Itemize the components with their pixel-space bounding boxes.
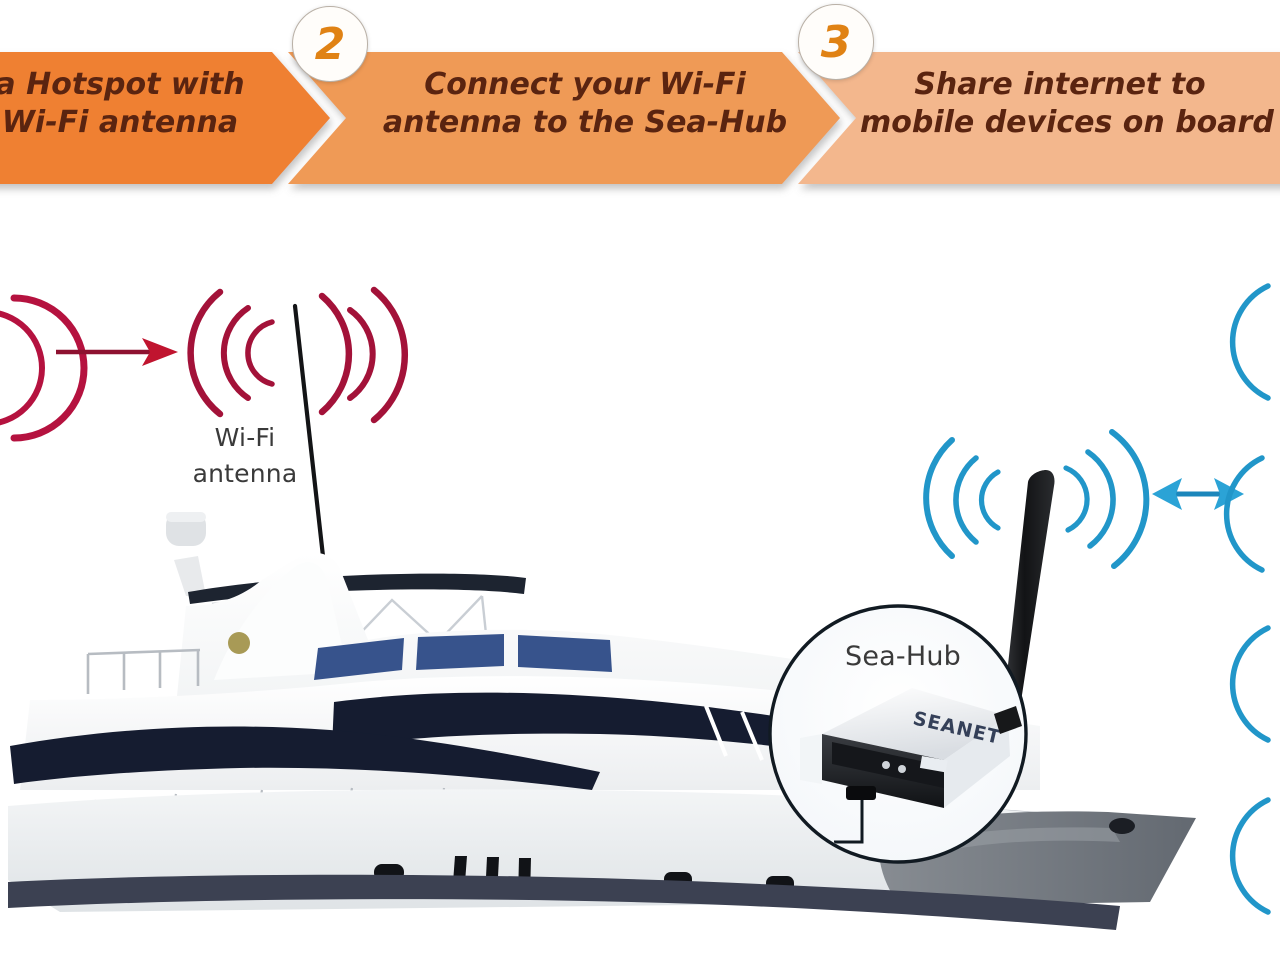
sea-hub-label-text: Sea-Hub xyxy=(845,641,961,672)
shore-hotspot-signal-icon xyxy=(0,294,88,442)
wifi-antenna-label-line-1: Wi-Fi xyxy=(214,423,276,452)
sea-hub-device: SEANET xyxy=(800,688,1022,844)
bow-porthole xyxy=(1109,818,1135,834)
step-3-number: 3 xyxy=(820,16,852,68)
step-3-number-badge[interactable]: 3 xyxy=(798,4,874,80)
step-1-text: a Hotspot with Wi-Fi antenna xyxy=(0,66,300,143)
step-3-text: Share internet to mobile devices on boar… xyxy=(860,66,1280,143)
lower-window-band xyxy=(10,726,600,790)
waterline-stripe xyxy=(8,874,1120,930)
step-2-number-badge[interactable]: 2 xyxy=(292,6,368,82)
sea-hub-callout: SEANET xyxy=(768,604,1028,864)
step-3-line-1: Share internet to xyxy=(914,67,1206,102)
step-1-line-1: a Hotspot with xyxy=(0,67,245,102)
steps-banner xyxy=(0,52,1280,184)
step-2-line-1: Connect your Wi-Fi xyxy=(424,67,746,102)
step-2-line-2: antenna to the Sea-Hub xyxy=(382,105,788,141)
step-3-line-2: mobile devices on board xyxy=(860,105,1274,141)
window-mullions xyxy=(704,705,764,761)
step-2-chevron[interactable] xyxy=(288,52,840,184)
step-1-line-2: Wi-Fi antenna xyxy=(1,105,239,141)
bow-rail xyxy=(86,648,201,694)
wifi-antenna-label: Wi-Fi antenna xyxy=(170,420,320,493)
step-3-chevron[interactable] xyxy=(798,52,1280,184)
wifi-antenna-label-line-2: antenna xyxy=(192,459,298,489)
upper-window-band xyxy=(332,692,880,760)
wifi-antenna-mast xyxy=(292,303,330,595)
flybridge-windows xyxy=(314,634,612,680)
shore-to-antenna-arrow-icon xyxy=(56,338,178,366)
radar-dome xyxy=(166,512,206,596)
sea-hub-label: Sea-Hub xyxy=(838,637,968,676)
step-2-text: Connect your Wi-Fi antenna to the Sea-Hu… xyxy=(350,66,820,143)
mobile-device-signals xyxy=(1223,283,1271,915)
fin-porthole xyxy=(228,632,250,654)
mast-fin xyxy=(214,562,348,680)
sea-hub-signal-icon xyxy=(923,429,1150,569)
step-2-number: 2 xyxy=(314,18,346,70)
step-1-chevron[interactable] xyxy=(0,52,330,184)
boat-wifi-antenna-signal-icon xyxy=(187,286,409,424)
